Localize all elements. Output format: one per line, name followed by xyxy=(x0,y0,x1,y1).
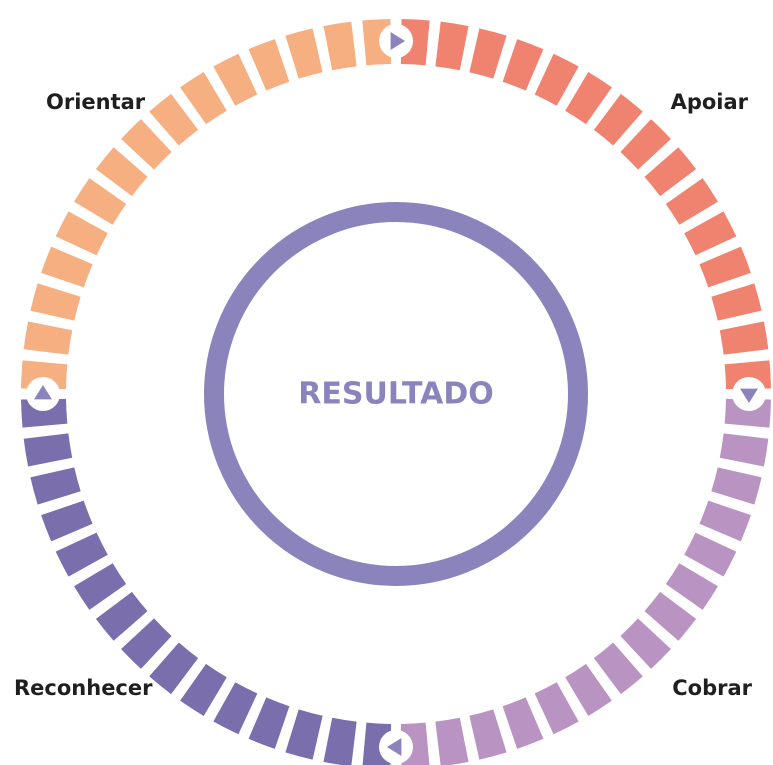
stage-label-orientar: Orientar xyxy=(46,90,146,114)
ring-segment-apoiar xyxy=(502,39,544,91)
stage-label-cobrar: Cobrar xyxy=(672,676,752,700)
arrow-right-icon xyxy=(390,32,405,50)
ring-segment-reconhecer xyxy=(30,467,81,505)
ring-segment-reconhecer xyxy=(41,500,93,542)
arrow-down-icon xyxy=(740,388,758,403)
result-label: RESULTADO xyxy=(298,377,493,412)
ring-segment-apoiar xyxy=(719,321,769,355)
ring-segment-reconhecer xyxy=(213,682,258,735)
ring-segment-orientar xyxy=(323,21,357,71)
ring-segment-reconhecer xyxy=(149,642,199,695)
ring-segment-orientar xyxy=(248,39,290,91)
ring-segment-reconhecer xyxy=(23,433,73,467)
ring-segment-apoiar xyxy=(684,211,737,256)
ring-segment-orientar xyxy=(121,119,172,170)
arrow-left-icon xyxy=(387,738,402,756)
ring-segment-orientar xyxy=(95,147,148,197)
ring-segment-reconhecer xyxy=(74,563,127,610)
ring-segment-cobrar xyxy=(711,467,762,505)
ring-segment-reconhecer xyxy=(95,591,148,641)
ring-segment-reconhecer xyxy=(55,532,108,577)
ring-segment-cobrar xyxy=(502,697,544,749)
ring-segment-reconhecer xyxy=(121,618,172,669)
ring-segment-orientar xyxy=(41,246,93,288)
ring-segment-apoiar xyxy=(565,72,612,125)
result-circle xyxy=(204,202,588,586)
ring-segment-reconhecer xyxy=(180,663,227,716)
ring-segment-apoiar xyxy=(644,147,697,197)
ring-segment-cobrar xyxy=(469,709,507,760)
ring-segment-orientar xyxy=(149,93,199,146)
ring-segment-apoiar xyxy=(665,178,718,225)
stage-transition-markers xyxy=(26,24,766,764)
ring-segment-apoiar xyxy=(711,283,762,321)
arrow-up-icon xyxy=(34,385,52,400)
ring-segment-orientar xyxy=(285,28,323,79)
ring-segment-cobrar xyxy=(719,433,769,467)
outer-ring-segments xyxy=(21,19,771,765)
stage-label-apoiar: Apoiar xyxy=(671,90,749,114)
ring-segment-reconhecer xyxy=(323,717,357,765)
ring-segment-reconhecer xyxy=(248,697,290,749)
ring-segment-orientar xyxy=(30,283,81,321)
ring-segment-orientar xyxy=(180,72,227,125)
ring-segment-cobrar xyxy=(644,591,697,641)
ring-segment-apoiar xyxy=(620,119,671,170)
ring-segment-cobrar xyxy=(699,500,751,542)
ring-segment-reconhecer xyxy=(285,709,323,760)
ring-segment-orientar xyxy=(55,211,108,256)
stage-label-reconhecer: Reconhecer xyxy=(14,676,153,700)
ring-segment-apoiar xyxy=(435,21,469,71)
ring-segment-orientar xyxy=(23,321,73,355)
ring-segment-cobrar xyxy=(665,563,718,610)
ring-segment-apoiar xyxy=(593,93,643,146)
ring-segment-cobrar xyxy=(593,642,643,695)
ring-segment-apoiar xyxy=(699,246,751,288)
ring-segment-cobrar xyxy=(684,532,737,577)
ring-segment-cobrar xyxy=(435,717,469,765)
ring-segment-orientar xyxy=(213,53,258,106)
ring-segment-cobrar xyxy=(565,663,612,716)
ring-segment-apoiar xyxy=(534,53,579,106)
ring-segment-cobrar xyxy=(534,682,579,735)
ring-segment-cobrar xyxy=(620,618,671,669)
ring-segment-orientar xyxy=(74,178,127,225)
ring-segment-apoiar xyxy=(469,28,507,79)
